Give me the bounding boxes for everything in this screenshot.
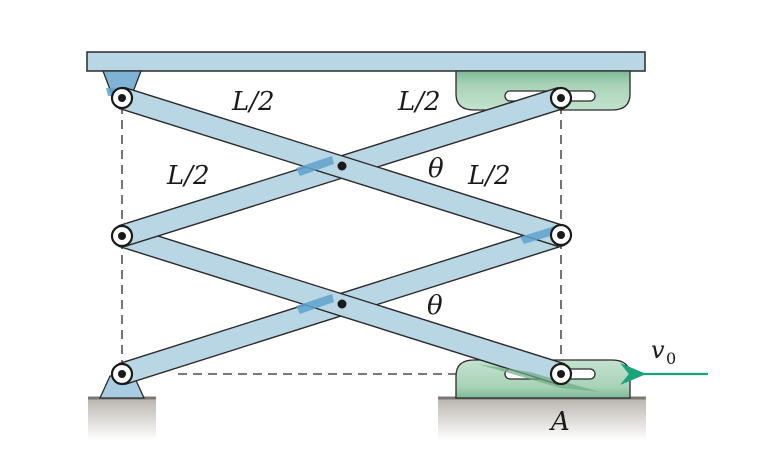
pin-center-lower [337,299,347,309]
label-upper-left-half: L/2 [231,87,275,117]
top-platform [86,51,646,72]
label-angle-upper: θ [428,154,444,184]
label-velocity: v [651,336,665,364]
pin-middle-right [549,223,573,247]
label-upper-right-half: L/2 [397,87,441,117]
pin-top-left [110,86,134,110]
label-middle-left-half: L/2 [166,161,210,191]
pin-center-upper [337,161,347,171]
label-velocity-subscript: 0 [666,349,676,368]
label-angle-lower: θ [427,291,443,321]
dashed-guides [121,105,562,375]
pin-middle-left [110,224,134,248]
pin-bottom-left [110,362,134,386]
ground-left [88,396,156,440]
pins [110,86,573,386]
label-point-a: A [549,407,570,437]
crossing-shadows [106,88,560,314]
ground-right [438,396,646,440]
pin-bottom-right [549,362,573,386]
scissor-links [118,86,565,385]
pin-top-right [549,86,573,110]
slider-shadow [478,364,600,392]
label-middle-right-half: L/2 [467,161,511,191]
